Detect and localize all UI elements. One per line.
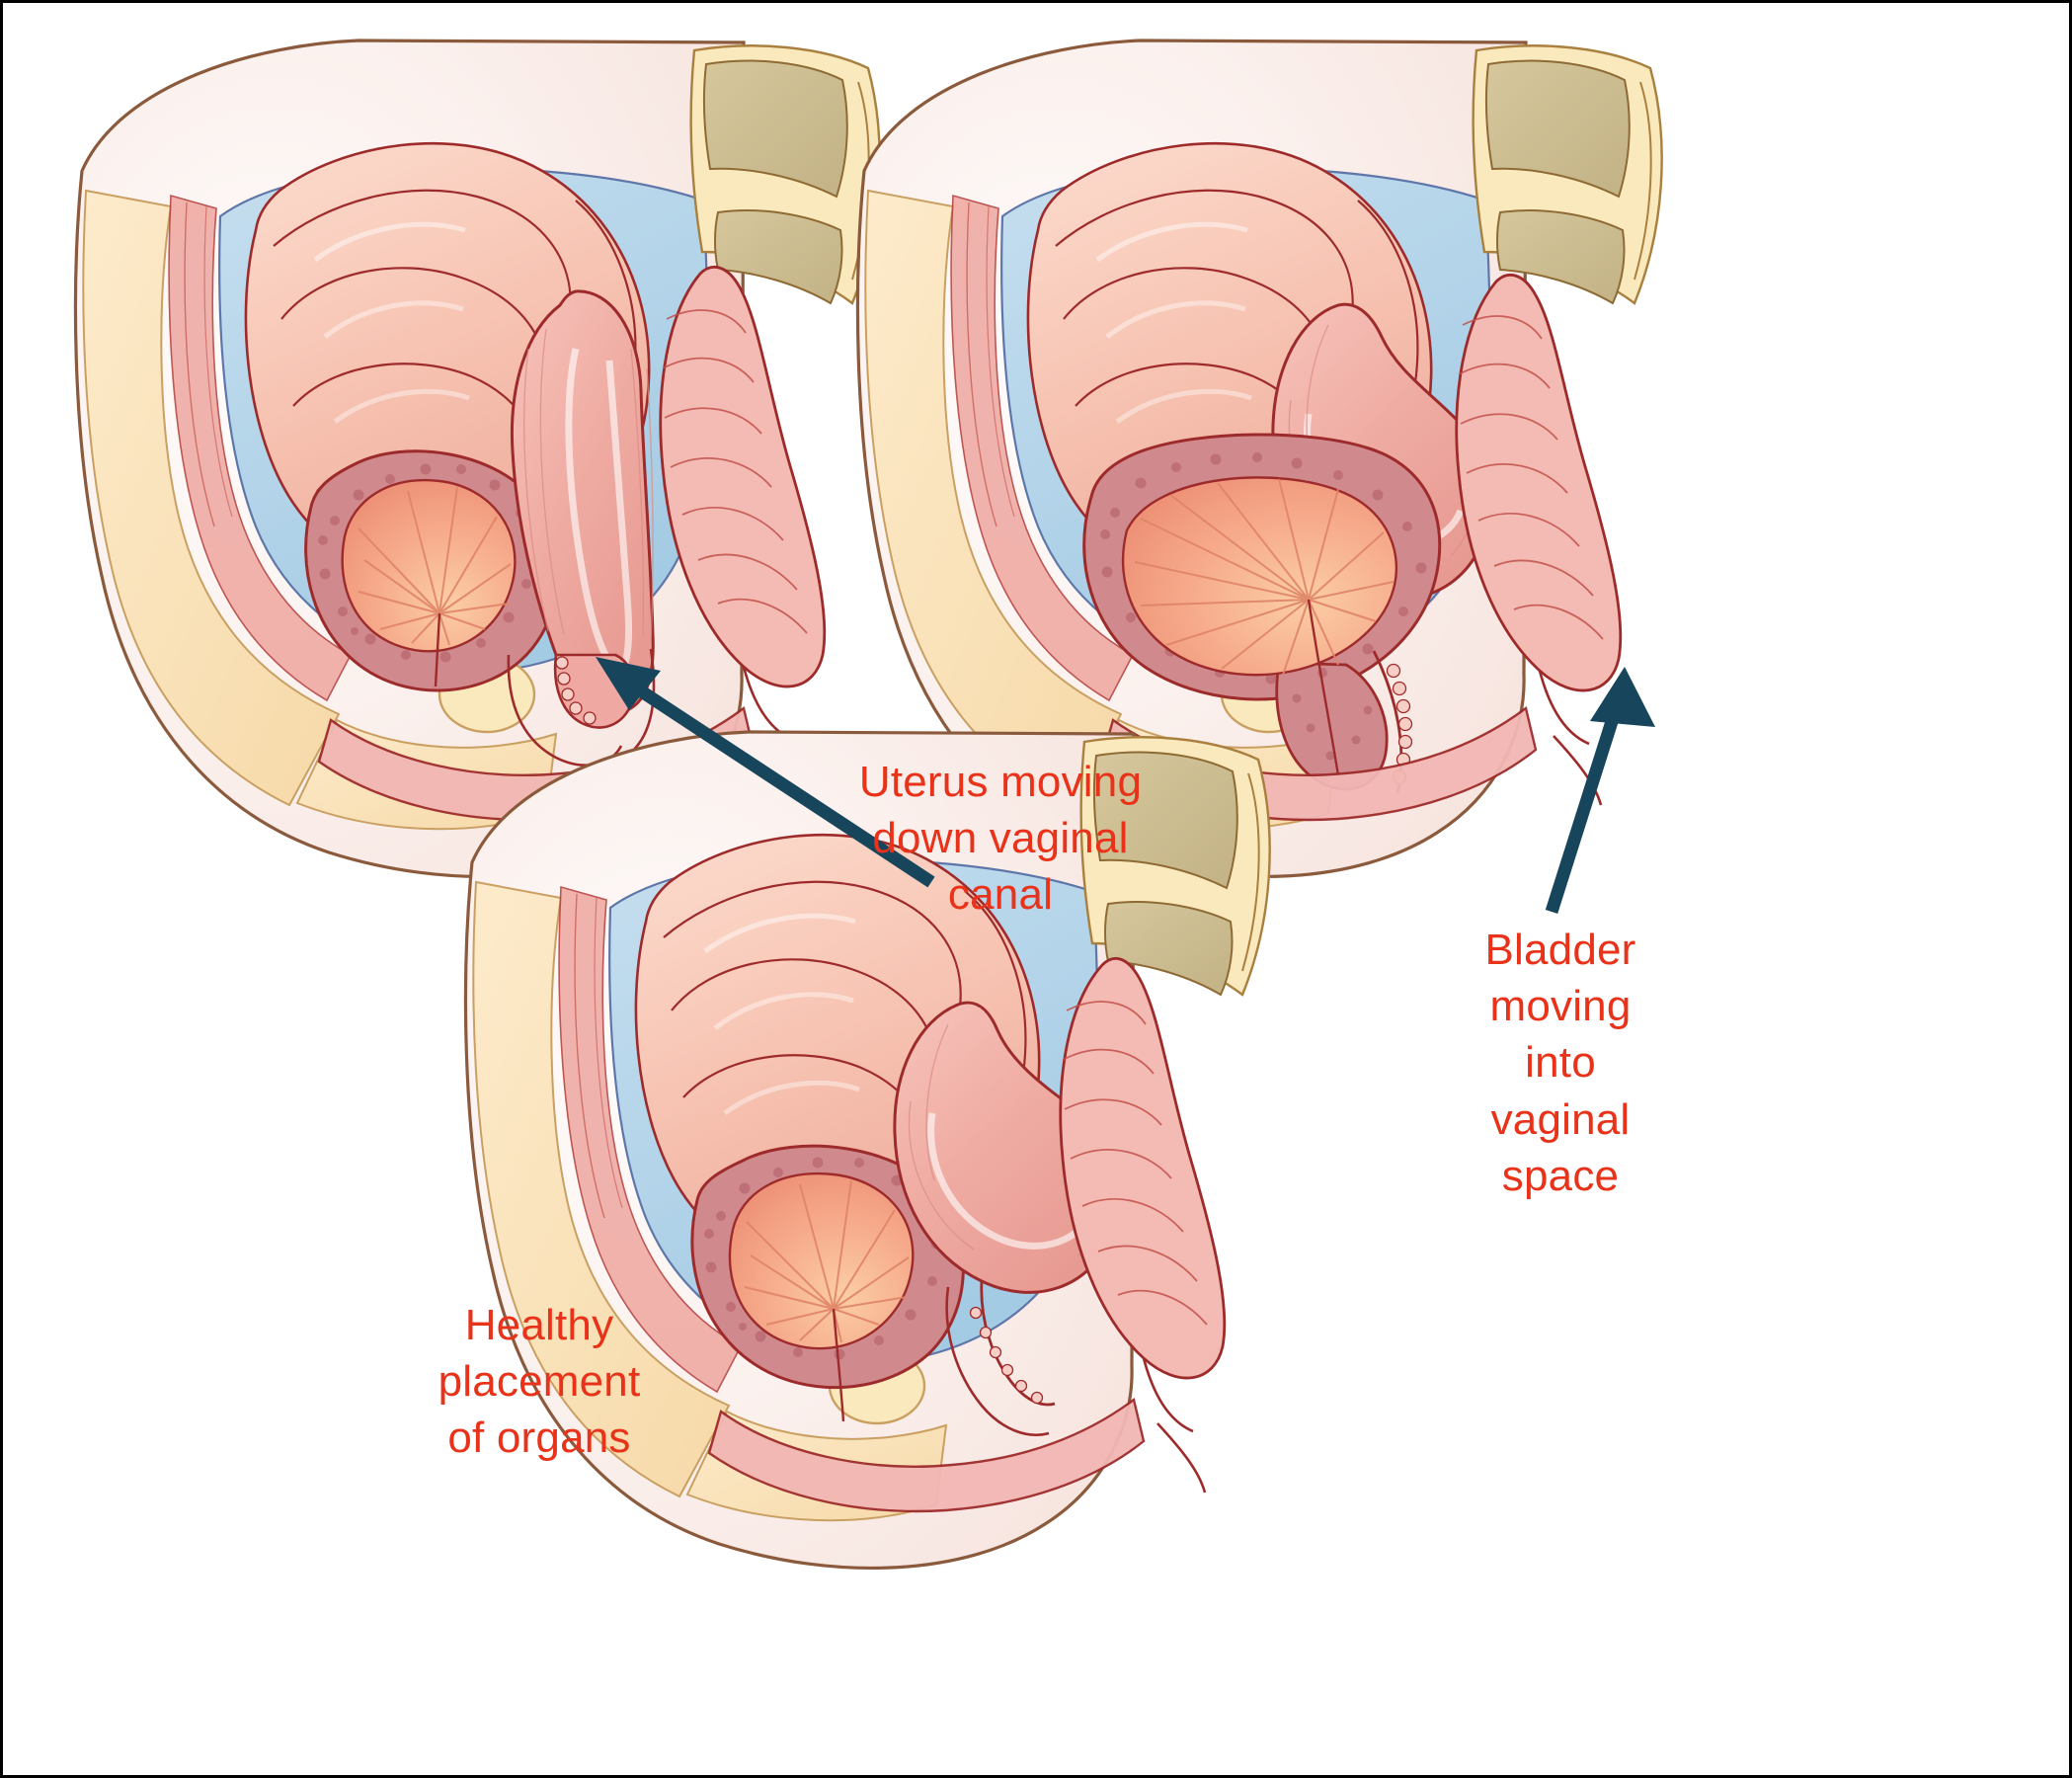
label-uterine-prolapse: Uterus moving down vaginal canal <box>858 758 1143 920</box>
bladder-rugae <box>1134 478 1395 676</box>
vaginal-rugae <box>555 656 597 725</box>
urinary-bladder <box>690 1144 965 1422</box>
anus <box>1553 735 1603 806</box>
urethra <box>832 1308 845 1422</box>
urethra <box>1307 599 1340 776</box>
label-healthy-placement: Healthy placement of organs <box>438 1301 641 1463</box>
sacrum-vertebrae <box>689 44 881 305</box>
cystocele-bladder <box>1082 433 1442 791</box>
rectum <box>1059 956 1227 1433</box>
abdominal-muscle <box>168 194 353 702</box>
panel-healthy-anatomy <box>452 714 1302 1583</box>
bladder-rugae <box>358 486 512 646</box>
rectum <box>659 265 827 742</box>
panel-uterine-prolapse <box>62 23 912 892</box>
pelvic-floor <box>707 1397 1146 1513</box>
urethra <box>434 612 441 687</box>
abdominal-muscle <box>558 885 743 1394</box>
anus <box>1156 1422 1207 1494</box>
bladder-rugae <box>744 1179 910 1343</box>
label-cystocele: Bladder moving into vaginal space <box>1484 926 1636 1200</box>
sacrum-vertebrae <box>1079 736 1271 997</box>
rectum <box>1455 273 1623 746</box>
abdominal-muscle <box>950 194 1135 702</box>
cervix <box>980 1280 1056 1407</box>
urinary-bladder <box>304 449 560 692</box>
vaginal-rugae <box>969 1306 1044 1405</box>
sacrum-vertebrae <box>1472 44 1663 305</box>
